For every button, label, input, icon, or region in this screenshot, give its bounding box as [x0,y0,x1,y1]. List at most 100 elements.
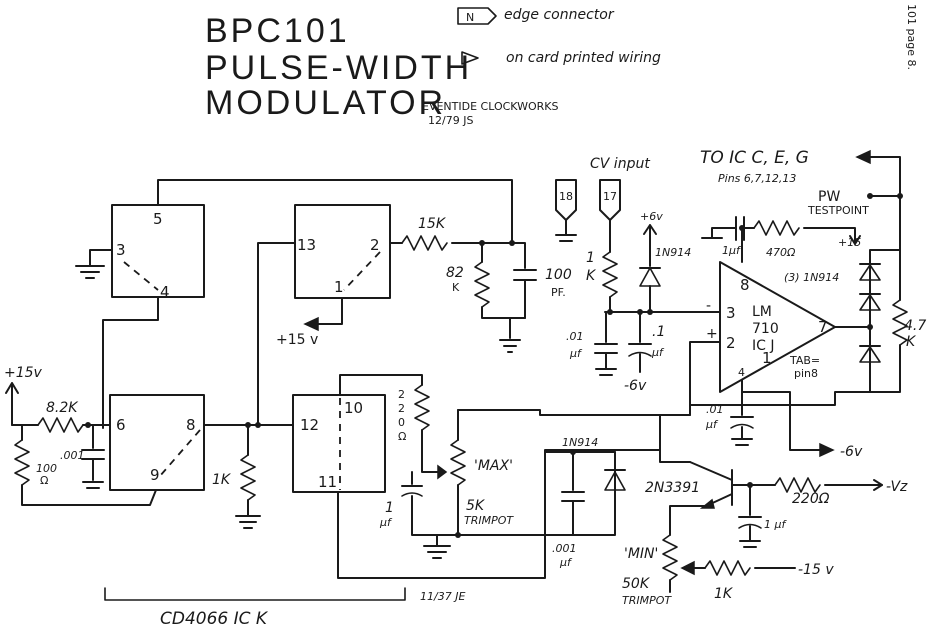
min-label: 'MIN' [624,546,658,562]
r220-a: 2 [398,388,405,401]
title-line-2: PULSE-WIDTH [205,49,472,87]
onboard-wiring-text: on card printed wiring [506,50,661,66]
edge-connector-text: edge connector [504,7,615,23]
d1n914c-label: (3) 1N914 [784,271,839,284]
c1a-label: .1 [652,324,665,340]
pw-label: PW [818,189,840,205]
svg-text:8: 8 [740,276,750,294]
q2n3391-label: 2N3391 [645,480,700,496]
switch-block-c: 13 2 1 [294,204,391,299]
svg-text:7: 7 [818,318,828,336]
author-initials: 12/79 JS [428,114,473,127]
r1k-cv-unit: K [586,268,597,284]
vz-label: -Vz [886,479,908,495]
opamp-wiring [689,149,908,458]
transistor-2n3391 [659,449,733,536]
pos15b-label: +15 [838,236,861,249]
svg-text:1: 1 [762,349,772,367]
r220-c: 0 [398,416,405,429]
svg-text:3: 3 [726,304,736,322]
opamp-lm710: 8 LM 710 IC J 3 2 1 4 7 + - TAB= pin8 [706,261,836,393]
c01a-label: .01 [566,330,584,343]
c01b-label: .01 [706,403,724,416]
pos15-supply: +15 v [276,332,318,348]
author-company: EVENTIDE CLOCKWORKS [422,100,559,113]
neg15-label: -15 v [798,562,834,578]
c100pf-unit: PF. [551,286,566,299]
svg-text:8: 8 [186,416,196,434]
svg-text:pin8: pin8 [794,367,818,380]
svg-text:LM: LM [752,304,772,320]
svg-text:4: 4 [160,283,170,301]
cv-wiring [594,219,721,376]
title-line-1: BPC101 [205,12,350,50]
testpoint-label: TESTPOINT [807,204,869,217]
ic-k-note: 11/37 JE [420,590,465,603]
r1k-min-label: 1K [714,586,734,602]
r470-label: 470Ω [766,246,796,259]
d1n914b-label: 1N914 [655,246,691,259]
c1uf-a-label: 1 [385,500,394,516]
svg-text:13: 13 [297,236,316,254]
svg-text:11: 11 [318,473,337,491]
c001a-label: .001 [60,449,85,462]
r220-d: Ω [398,430,406,443]
trim5k-type: TRIMPOT [464,514,514,527]
c01a-unit: µf [569,347,583,360]
svg-text:IC J: IC J [752,338,774,354]
r220-b: 2 [398,402,405,415]
to-ic-label: TO IC C, E, G [700,148,809,168]
svg-text:2: 2 [370,236,380,254]
r100-label: 100 [36,462,57,475]
c100pf-label: 100 [545,267,572,283]
r47k-unit: K [906,334,917,350]
c1uf-top-label: 1µf [722,244,742,257]
r82k-unit: K [452,281,460,294]
svg-text:5: 5 [153,210,163,228]
neg6a-label: -6v [624,378,647,394]
svg-text:12: 12 [300,416,319,434]
svg-text:18: 18 [559,190,573,203]
svg-text:9: 9 [150,466,160,484]
d1n914a-label: 1N914 [562,436,598,449]
page-reference: 101 page 8. [905,4,918,70]
svg-text:2: 2 [726,334,736,352]
r8k2-label: 8.2K [46,400,79,416]
pins-label: Pins 6,7,12,13 [718,172,796,185]
svg-text:6: 6 [116,416,126,434]
svg-text:4: 4 [738,366,745,379]
svg-text:-: - [706,298,711,314]
svg-text:3: 3 [116,241,126,259]
c001b-label: .001 [552,542,577,555]
ic-k-label: CD4066 IC K [160,609,269,629]
pos6-label: +6v [640,210,663,223]
onboard-wiring-legend: on card printed wiring [461,50,661,66]
edge-connector-legend: N edge connector [457,7,615,25]
transistor-wiring [662,477,883,593]
trim50k-type: TRIMPOT [622,594,672,607]
edge-connector-symbol: N [466,11,474,24]
r100-unit: Ω [40,474,48,487]
svg-text:710: 710 [752,321,779,337]
c01b-unit: µf [705,418,719,431]
svg-text:TAB=: TAB= [789,354,820,367]
switch-wiring [5,179,691,579]
trim5k-label: 5K [466,498,486,514]
trim50k-label: 50K [622,576,651,592]
r82k-label: 82 [446,265,464,281]
r1k-gnd-label: 1K [212,472,232,488]
r15k-label: 15K [418,216,447,232]
switch-block-a: 5 3 4 [111,204,205,301]
ic-k-bracket [104,587,406,601]
r47k-label: 4.7 [904,318,926,334]
r1k-cv-label: 1 [586,250,595,266]
r220-label: 220Ω [792,491,830,507]
svg-text:17: 17 [603,190,617,203]
svg-text:10: 10 [344,399,363,417]
max-label: 'MAX' [474,458,513,474]
pos15c-supply: +15v [4,365,43,381]
edge-pin-17: 17 [599,179,621,221]
c1uf-b-label: 1 µf [764,518,787,531]
switch-block-b: 6 8 9 [109,394,205,491]
